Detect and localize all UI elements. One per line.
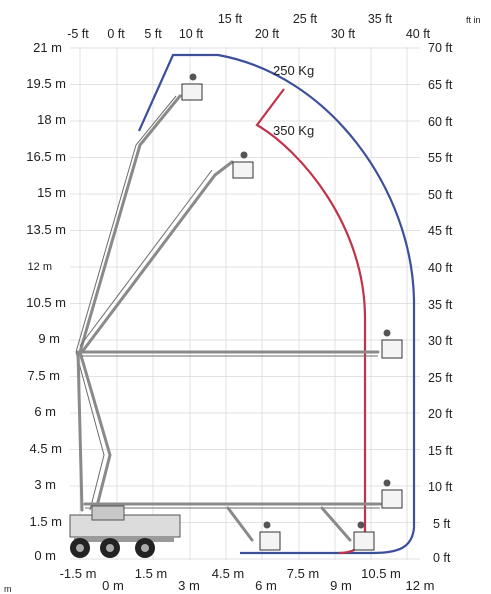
right-axis-label: 20 ft: [428, 407, 453, 421]
platform-basket: [381, 339, 403, 359]
right-axis-label: 30 ft: [428, 334, 453, 348]
right-axis-label: 50 ft: [428, 188, 453, 202]
left-axis-label: 9 m: [38, 331, 60, 346]
top-axis-label: 10 ft: [179, 27, 204, 41]
left-meter-axis: 21 m 19.5 m 18 m 16.5 m 15 m 13.5 m 12 m…: [26, 40, 66, 563]
top-axis-label: 25 ft: [293, 12, 318, 26]
left-axis-label: 7.5 m: [27, 368, 60, 383]
boom-positions: [75, 73, 403, 551]
top-feet-axis: 15 ft 25 ft 35 ft ft in -5 ft 0 ft 5 ft …: [67, 12, 480, 41]
left-axis-label: 4.5 m: [29, 441, 62, 456]
platform-basket: [232, 161, 254, 179]
bottom-axis-label: 1.5 m: [135, 566, 168, 581]
right-axis-label: 60 ft: [428, 115, 453, 129]
left-axis-label: 0 m: [34, 548, 56, 563]
curve-350kg-label: 350 Kg: [273, 123, 314, 138]
left-axis-label: 15 m: [37, 185, 66, 200]
left-axis-label: 10.5 m: [26, 295, 66, 310]
left-axis-label: 3 m: [34, 477, 56, 492]
curve-250kg-label: 250 Kg: [273, 63, 314, 78]
platform-basket: [353, 531, 375, 551]
top-axis-label: 15 ft: [218, 12, 243, 26]
right-axis-label: 35 ft: [428, 298, 453, 312]
platform-basket: [381, 489, 403, 509]
bottom-axis-label: 10.5 m: [361, 566, 401, 581]
top-axis-label: 35 ft: [368, 12, 393, 26]
right-axis-label: 10 ft: [428, 480, 453, 494]
platform-basket: [181, 83, 203, 101]
m-unit-label: m: [4, 584, 12, 594]
bottom-axis-label: 9 m: [330, 578, 352, 593]
right-axis-label: 70 ft: [428, 41, 453, 55]
left-axis-label: 1.5 m: [29, 514, 62, 529]
bottom-axis-label: 6 m: [255, 578, 277, 593]
left-axis-label: 21 m: [33, 40, 62, 55]
bottom-axis-label: 12 m: [406, 578, 435, 593]
left-axis-label: 19.5 m: [26, 76, 66, 91]
right-axis-label: 25 ft: [428, 371, 453, 385]
bottom-axis-label: 0 m: [102, 578, 124, 593]
load-curves: 250 Kg 350 Kg: [137, 53, 416, 555]
right-axis-label: 0 ft: [433, 551, 451, 565]
right-axis-label: 55 ft: [428, 151, 453, 165]
right-axis-label: 15 ft: [428, 444, 453, 458]
left-axis-label: 16.5 m: [26, 149, 66, 164]
ft-in-label: ft in: [466, 15, 481, 25]
curve-250kg: [137, 53, 416, 555]
bottom-meter-axis: -1.5 m 1.5 m 4.5 m 7.5 m 10.5 m 0 m 3 m …: [4, 566, 434, 594]
left-axis-label: 13.5 m: [26, 222, 66, 237]
bottom-axis-label: 3 m: [178, 578, 200, 593]
top-axis-label: 20 ft: [255, 27, 280, 41]
bottom-axis-label: 7.5 m: [287, 566, 320, 581]
curve-350kg: [255, 88, 367, 555]
left-axis-label: 18 m: [37, 112, 66, 127]
bottom-axis-label: 4.5 m: [212, 566, 245, 581]
right-feet-axis: 70 ft 65 ft 60 ft 55 ft 50 ft 45 ft 40 f…: [428, 41, 453, 565]
machine-chassis: [69, 505, 181, 558]
top-axis-label: 5 ft: [144, 27, 162, 41]
bottom-axis-label: -1.5 m: [60, 566, 97, 581]
right-axis-label: 65 ft: [428, 78, 453, 92]
platform-basket: [259, 531, 281, 551]
grid: [70, 47, 420, 560]
top-axis-label: 0 ft: [107, 27, 125, 41]
top-axis-label: 40 ft: [406, 27, 431, 41]
left-axis-label: 6 m: [34, 404, 56, 419]
top-axis-label: 30 ft: [331, 27, 356, 41]
right-axis-label: 5 ft: [433, 517, 451, 531]
left-axis-label: 12 m: [28, 261, 52, 273]
right-axis-label: 40 ft: [428, 261, 453, 275]
top-axis-label: -5 ft: [67, 27, 89, 41]
right-axis-label: 45 ft: [428, 224, 453, 238]
